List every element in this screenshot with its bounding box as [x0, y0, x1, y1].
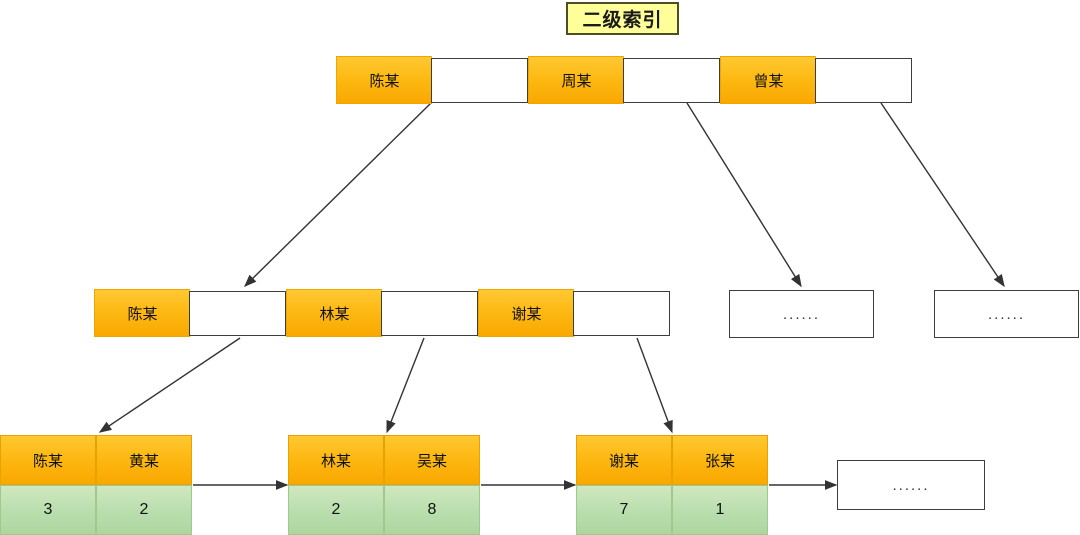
- leaf-3-key-2[interactable]: 张某: [672, 435, 768, 485]
- leaf-node-3[interactable]: 谢某 张某 7 1: [576, 435, 768, 535]
- leaf-2-value-2[interactable]: 8: [384, 485, 480, 535]
- edge-internal-to-leaf-2: [386, 337, 425, 434]
- leaf-1-value-2[interactable]: 2: [96, 485, 192, 535]
- edge-root-to-internal-1: [244, 102, 432, 287]
- root-cell-key-2[interactable]: 周某: [528, 56, 624, 104]
- edge-root-to-internal-ellipsis-1: [686, 102, 802, 288]
- internal-cell-pointer-2[interactable]: [381, 290, 478, 336]
- root-cell-pointer-2[interactable]: [623, 57, 720, 103]
- root-cell-key-3[interactable]: 曾某: [720, 56, 816, 104]
- root-node[interactable]: 陈某 周某 曾某: [336, 56, 912, 104]
- leaf-2-key-1[interactable]: 林某: [288, 435, 384, 485]
- leaf-node-1[interactable]: 陈某 黄某 3 2: [0, 435, 192, 535]
- internal-node[interactable]: 陈某 林某 谢某: [94, 289, 670, 337]
- internal-cell-key-2[interactable]: 林某: [286, 289, 382, 337]
- leaf-ellipsis-node[interactable]: ......: [837, 460, 985, 510]
- root-cell-pointer-1[interactable]: [431, 57, 528, 103]
- leaf-3-key-1[interactable]: 谢某: [576, 435, 672, 485]
- leaf-1-key-2[interactable]: 黄某: [96, 435, 192, 485]
- internal-cell-key-1[interactable]: 陈某: [94, 289, 190, 337]
- internal-ellipsis-node-1[interactable]: ......: [729, 290, 874, 338]
- leaf-1-value-1[interactable]: 3: [0, 485, 96, 535]
- root-cell-key-1[interactable]: 陈某: [336, 56, 432, 104]
- leaf-1-key-1[interactable]: 陈某: [0, 435, 96, 485]
- internal-cell-key-3[interactable]: 谢某: [478, 289, 574, 337]
- root-cell-pointer-3[interactable]: [815, 57, 912, 103]
- leaf-2-key-2[interactable]: 吴某: [384, 435, 480, 485]
- page-title: 二级索引: [566, 2, 679, 35]
- internal-cell-pointer-3[interactable]: [573, 290, 670, 336]
- edge-internal-to-leaf-3: [636, 337, 673, 434]
- leaf-node-2[interactable]: 林某 吴某 2 8: [288, 435, 480, 535]
- leaf-3-value-2[interactable]: 1: [672, 485, 768, 535]
- leaf-3-value-1[interactable]: 7: [576, 485, 672, 535]
- leaf-2-value-1[interactable]: 2: [288, 485, 384, 535]
- edge-root-to-internal-ellipsis-2: [880, 102, 1005, 288]
- internal-ellipsis-node-2[interactable]: ......: [934, 290, 1079, 338]
- internal-cell-pointer-1[interactable]: [189, 290, 286, 336]
- edge-internal-to-leaf-1: [98, 337, 241, 433]
